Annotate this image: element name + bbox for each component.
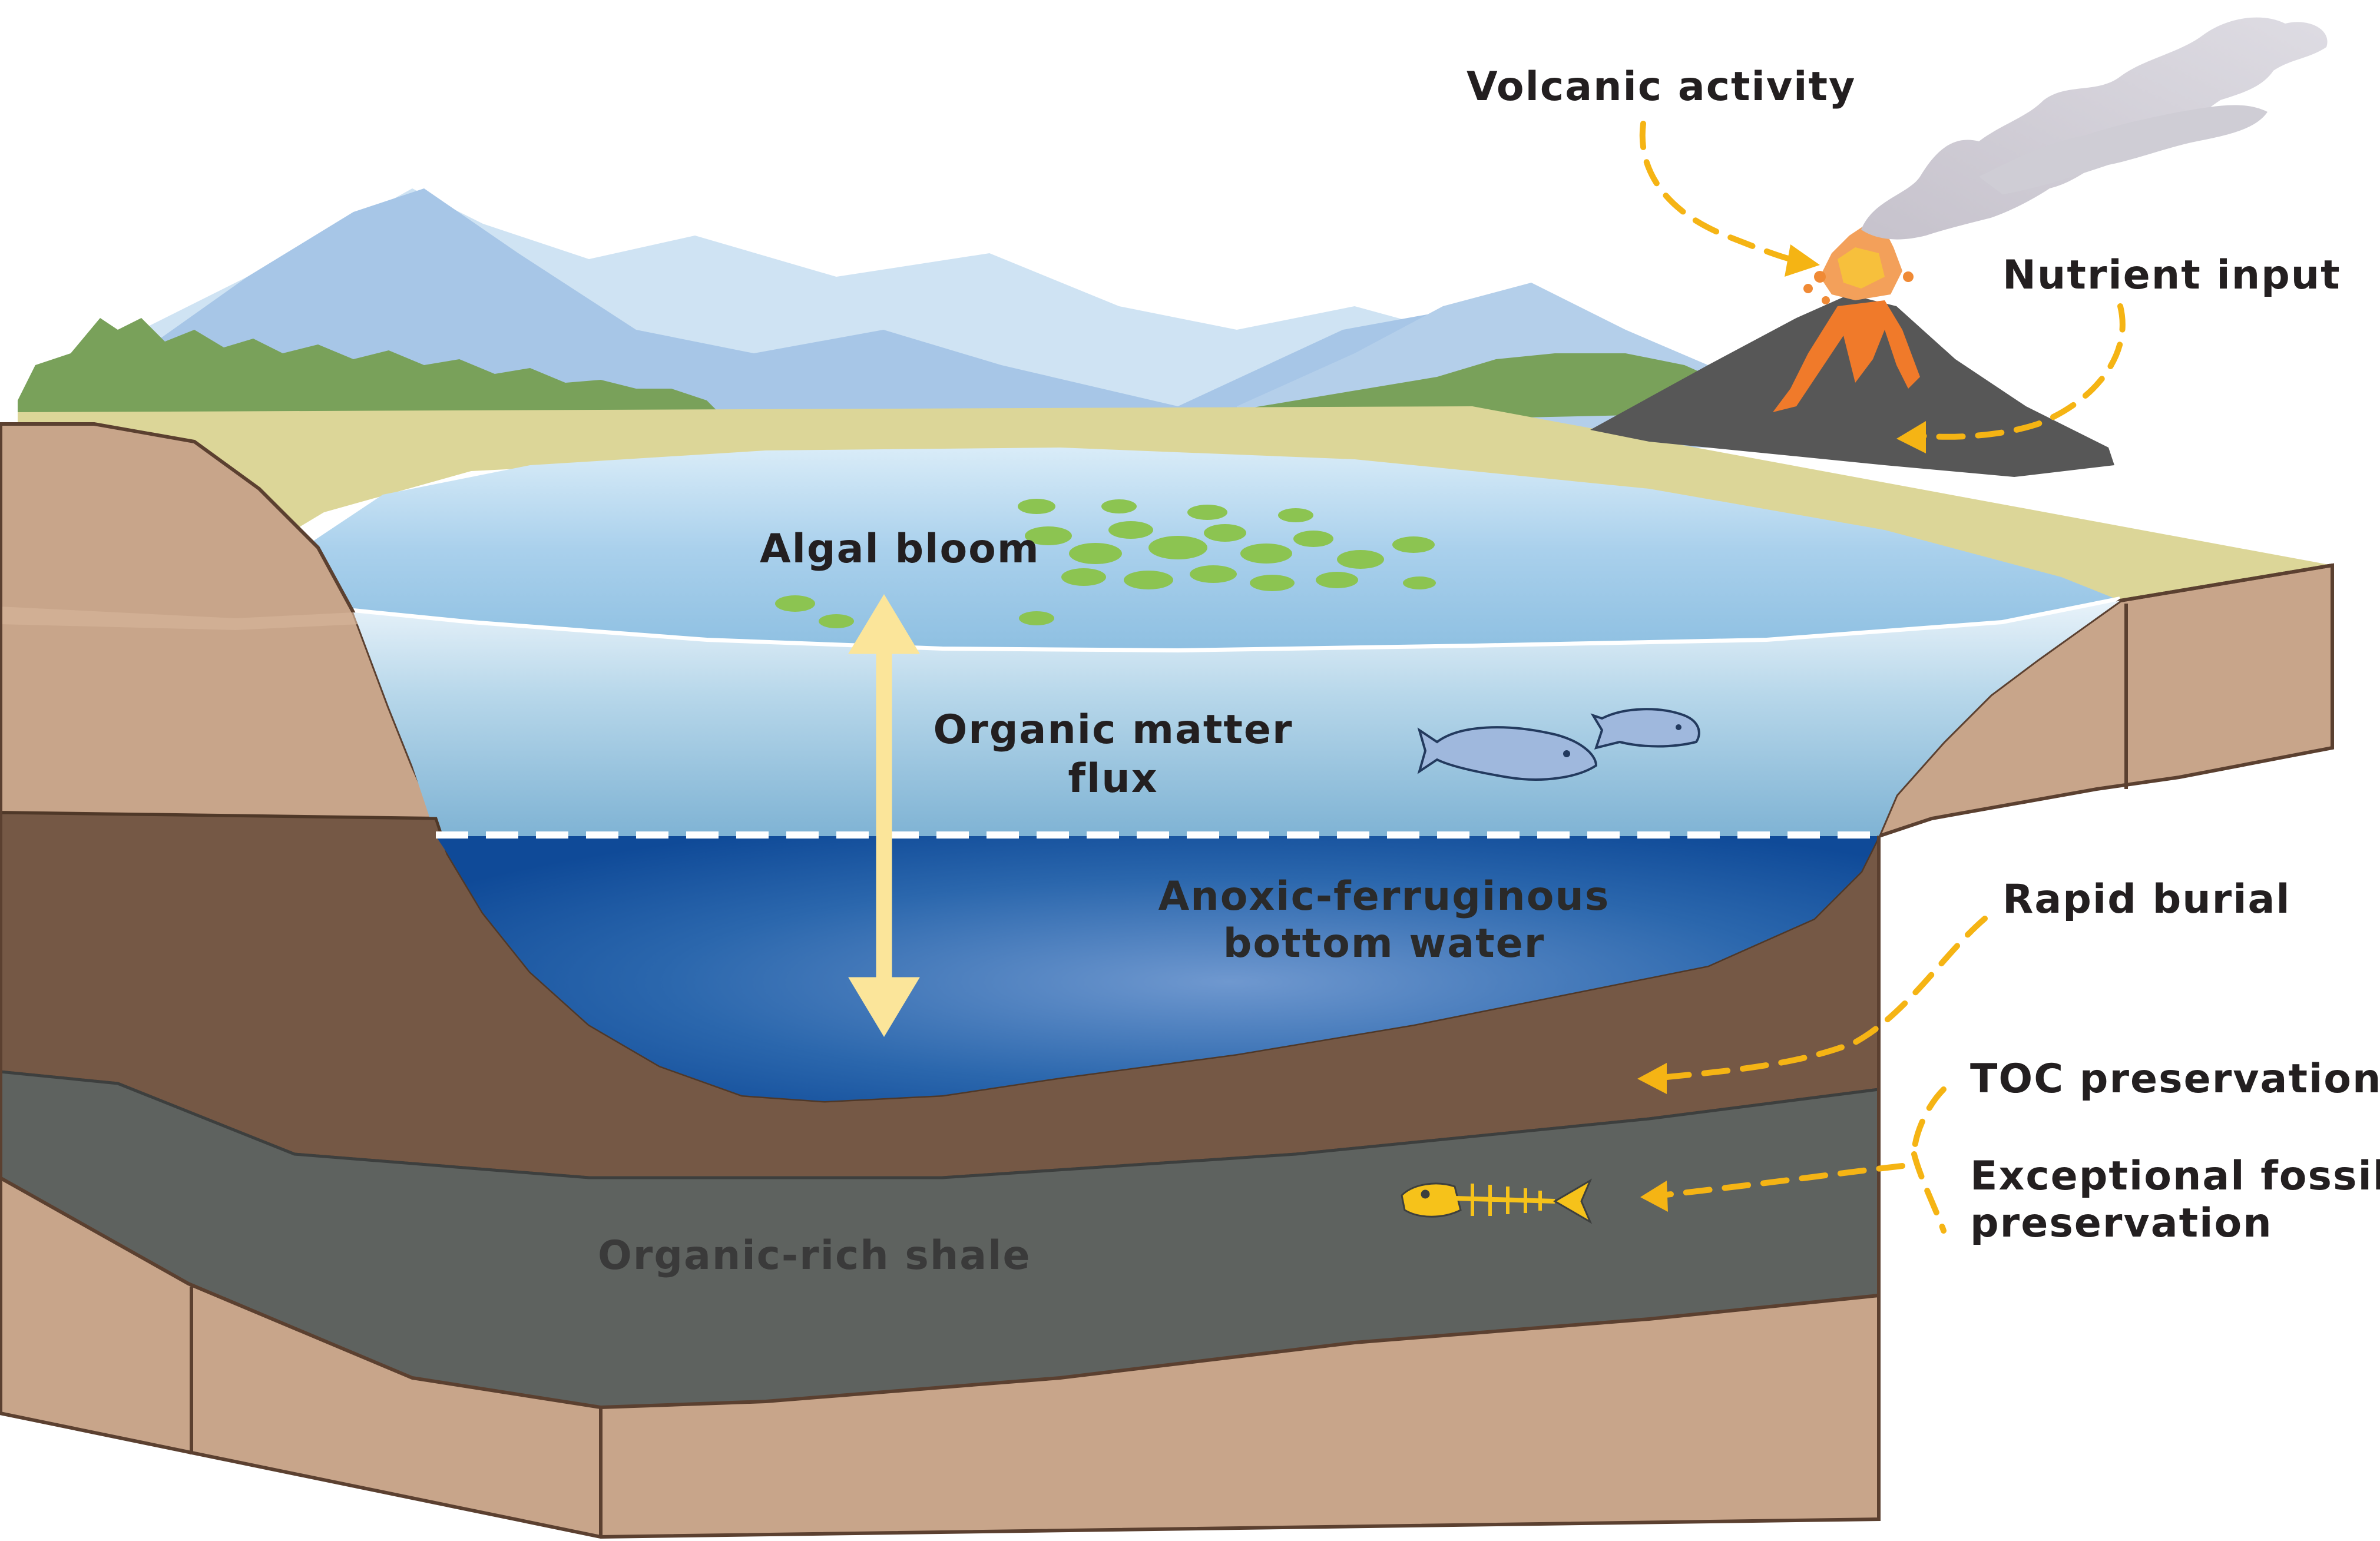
label-anoxic-2: bottom water [1223,920,1545,967]
mid-water [353,601,2120,836]
arrow-volcanic-activity [1639,121,1793,262]
arrowhead-volcanic [1785,244,1820,277]
label-volcanic-activity: Volcanic activity [1467,64,1856,110]
label-algal-bloom: Algal bloom [760,526,1040,572]
arrow-toc [1911,1086,1947,1234]
volcano-icon [1590,224,2114,477]
arrowhead-nutrient [1896,421,1926,453]
arrow-nutrient-input [1917,303,2126,440]
vegetation [18,318,1767,424]
algae-icon [775,499,1436,628]
labels: Volcanic activity Nutrient input Algal b… [598,64,2380,1279]
label-rapid-burial: Rapid burial [2002,876,2291,923]
shore-sand [18,406,2332,618]
arrowheads [1637,244,1926,1212]
lake-surface [312,448,2120,654]
anoxic-water [436,836,1879,1101]
label-organic-rich-shale: Organic-rich shale [598,1232,1031,1279]
smoke-plume-icon [1861,17,2328,240]
arrow-rapid-burial [1658,916,1988,1081]
label-fossil-2: preservation [1970,1200,2273,1247]
left-bank [0,422,439,821]
arrow-fossil [1658,1163,1905,1198]
fossil-fish-icon [1401,1178,1593,1224]
label-toc-preservation: TOC preservation [1970,1056,2380,1102]
arrowhead-burial [1637,1063,1667,1094]
dashed-arrows [1639,121,2126,1234]
label-organic-matter-flux-2: flux [1068,755,1158,802]
label-nutrient-input: Nutrient input [2002,252,2341,299]
label-organic-matter-flux-1: Organic matter [933,707,1293,753]
arrowhead-fossil [1640,1181,1668,1212]
double-arrow-icon [848,594,920,1037]
bottom-block [0,424,1881,1539]
label-fossil-1: Exceptional fossil [1970,1153,2380,1199]
label-anoxic-1: Anoxic-ferruginous [1158,873,1610,920]
fish-icon [1417,708,1700,781]
